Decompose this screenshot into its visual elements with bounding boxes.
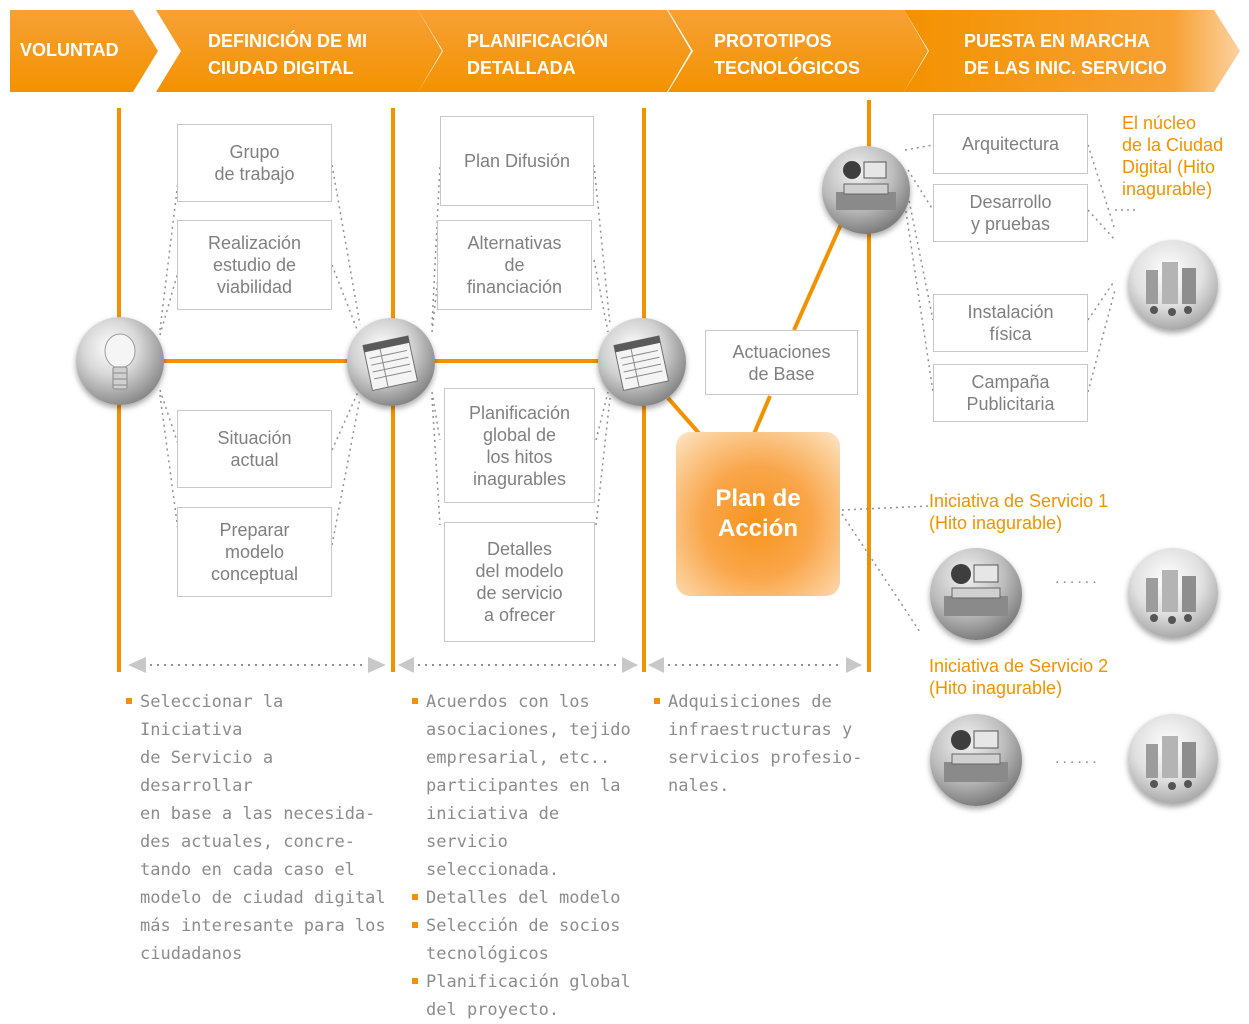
nucleo-ciudad-digital-label: El núcleo de la Ciudad Digital (Hito ina… — [1122, 113, 1224, 199]
ellipsis-1: ...... — [1055, 570, 1100, 587]
box-planificacion-hitos: Planificación global de los hitos inagur… — [444, 388, 595, 503]
box-plan-difusion: Plan Difusión — [440, 116, 594, 206]
ellipsis-2: ...... — [1055, 750, 1100, 767]
phase-chevron-3 — [418, 10, 691, 92]
iniciativa-servicio-1-label: Iniciativa de Servicio 1 (Hito inagurabl… — [929, 491, 1109, 533]
box-campana-publicitaria: Campaña Publicitaria — [933, 364, 1088, 422]
phase-label-definicion: DEFINICIÓN DE MI CIUDAD DIGITAL — [208, 31, 368, 78]
roadmap-diagram: VOLUNTAD DEFINICIÓN DE MI CIUDAD DIGITAL… — [10, 10, 1240, 1020]
box-alternativas-financiacion: Alternativas de financiación — [437, 220, 592, 310]
phase-label-planificacion: PLANIFICACIÓN DETALLADA — [467, 31, 608, 78]
note-item: Selección de socios tecnológicos — [410, 912, 650, 968]
phase-chevron-4 — [668, 10, 928, 92]
box-desarrollo-pruebas: Desarrollo y pruebas — [933, 184, 1088, 242]
city-icon — [1128, 240, 1218, 330]
computer-icon — [930, 548, 1022, 640]
note-item: Acuerdos con los asociaciones, tejido em… — [410, 688, 650, 884]
document-icon — [347, 318, 435, 406]
notes-column-1: Seleccionar la Iniciativa de Servicio a … — [124, 688, 394, 968]
box-detalles-modelo: Detalles del modelo de servicio a ofrece… — [444, 522, 595, 642]
box-grupo-de-trabajo: Grupo de trabajo — [177, 124, 332, 202]
plan-de-accion: Plan de Acción — [676, 432, 840, 596]
phase-label-prototipos: PROTOTIPOS TECNOLÓGICOS — [714, 31, 861, 78]
phase-chevron-2 — [156, 10, 442, 92]
phase-chevron-1 — [10, 10, 158, 92]
notes-column-3: Adquisiciones de infraestructuras y serv… — [652, 688, 872, 800]
notes-column-2: Acuerdos con los asociaciones, tejido em… — [410, 688, 650, 1024]
box-instalacion-fisica: Instalación física — [933, 294, 1088, 352]
lightbulb-icon — [76, 317, 164, 405]
document-icon — [598, 318, 686, 406]
phase-label-puesta-en-marcha: PUESTA EN MARCHA DE LAS INIC. SERVICIO — [964, 31, 1167, 78]
iniciativa-servicio-2-label: Iniciativa de Servicio 2 (Hito inagurabl… — [929, 656, 1109, 698]
phase-chevron-5 — [904, 10, 1240, 92]
note-item: Detalles del modelo — [410, 884, 650, 912]
note-item: Adquisiciones de infraestructuras y serv… — [652, 688, 872, 800]
connector-layer — [10, 10, 1240, 673]
box-estudio-viabilidad: Realización estudio de viabilidad — [177, 220, 332, 310]
phase-label-voluntad: VOLUNTAD — [20, 40, 119, 60]
computer-icon — [930, 714, 1022, 806]
city-icon — [1128, 714, 1218, 804]
note-item: Planificación global del proyecto. — [410, 968, 650, 1024]
note-item: Seleccionar la Iniciativa de Servicio a … — [124, 688, 394, 968]
box-actuaciones-base: Actuaciones de Base — [705, 330, 858, 395]
box-situacion-actual: Situación actual — [177, 410, 332, 488]
box-modelo-conceptual: Preparar modelo conceptual — [177, 507, 332, 597]
box-arquitectura: Arquitectura — [933, 114, 1088, 174]
computer-icon — [822, 146, 910, 234]
city-icon — [1128, 548, 1218, 638]
